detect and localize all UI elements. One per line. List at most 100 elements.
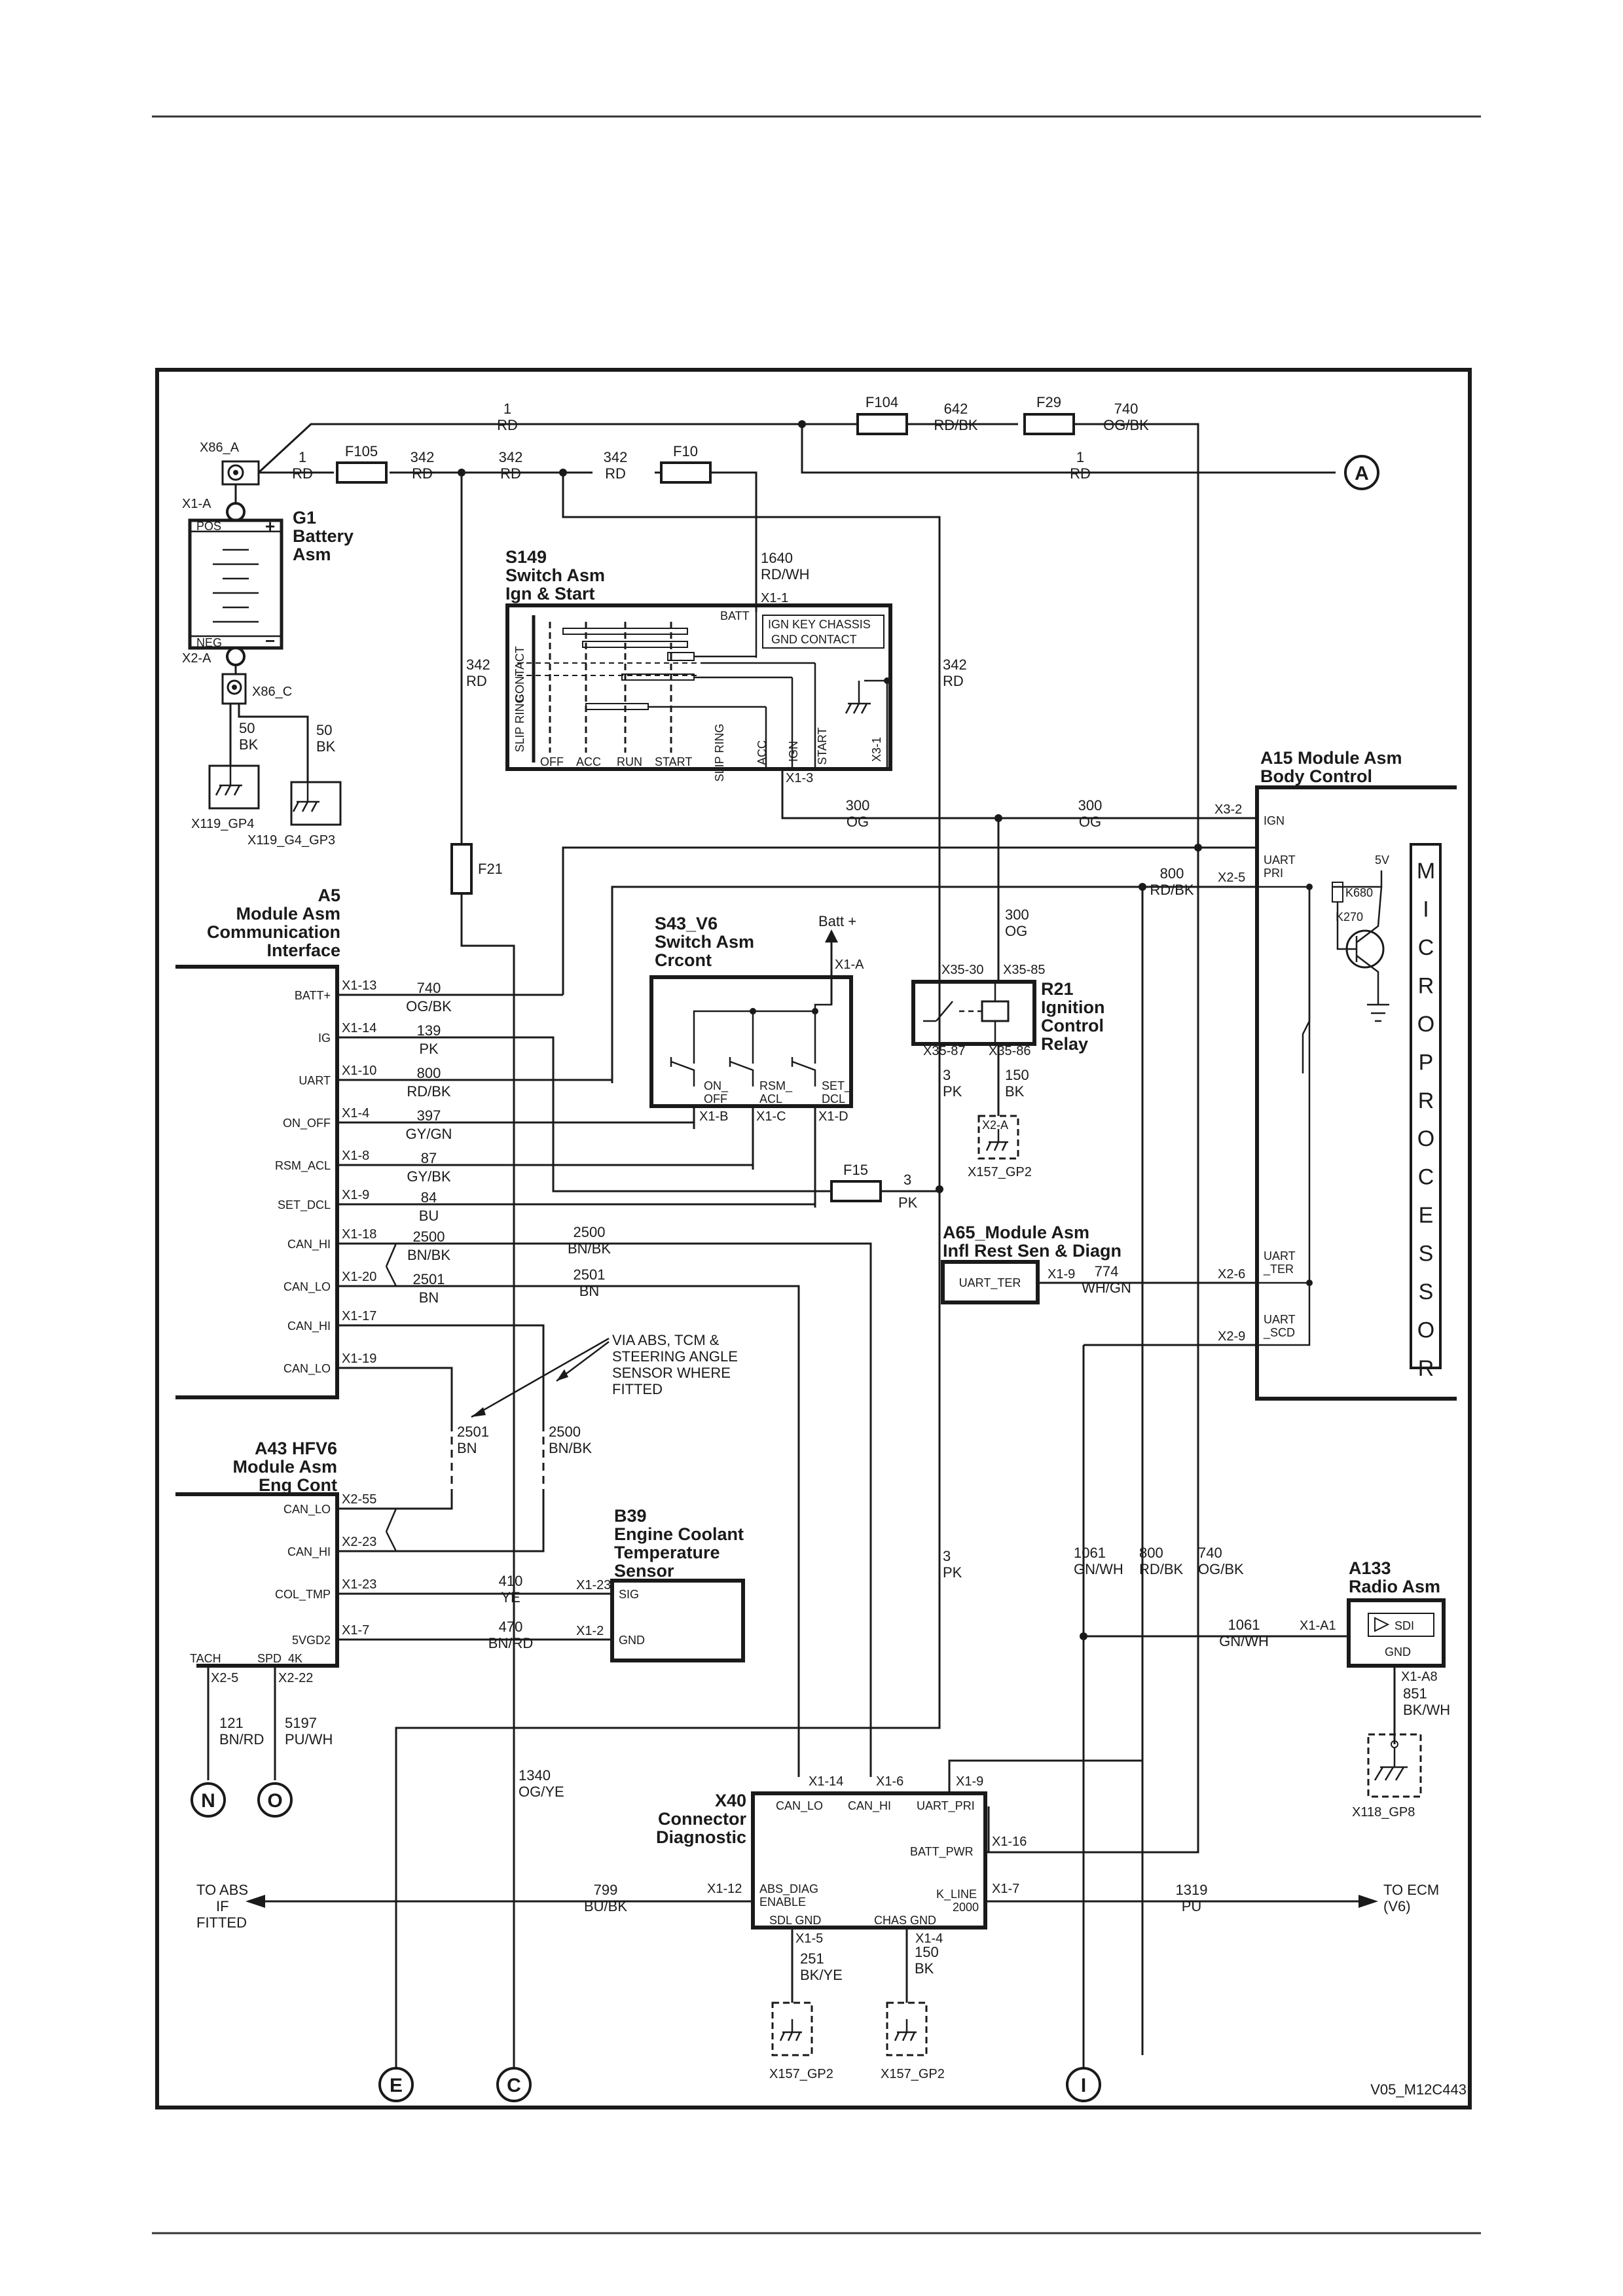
a43-pin-x2-22: X2-22 <box>278 1671 313 1685</box>
a15-uartscd-1: UART <box>1264 1313 1296 1326</box>
s43-pin-x1-d: X1-D <box>818 1109 848 1124</box>
a5-title-4: Interface <box>266 941 340 960</box>
a15-uartscd-2: _SCD <box>1263 1326 1295 1340</box>
wire-1061a-color: GN/WH <box>1074 1561 1123 1577</box>
wire-50a-color: BK <box>239 736 259 753</box>
wire-2500a-color: BN/BK <box>568 1240 611 1257</box>
a43-signal-tach: TACH <box>190 1652 221 1665</box>
wire-1340-color: OG/YE <box>519 1784 564 1800</box>
wire-251-color: BK/YE <box>800 1967 843 1983</box>
wire-150b-color: BK <box>915 1960 934 1977</box>
wire-3c-num: 3 <box>943 1548 951 1564</box>
r21-title-3: Control <box>1041 1016 1104 1035</box>
a5-wire-color-4: GY/BK <box>407 1168 451 1185</box>
a5-wire-color-2: RD/BK <box>407 1083 451 1100</box>
callout-via-2: STEERING ANGLE <box>612 1348 738 1365</box>
sensor-b39: B39 Engine Coolant Temperature Sensor SI… <box>576 1506 745 1662</box>
a5-signal-0: BATT+ <box>295 989 331 1002</box>
fuse-f15-label: F15 <box>843 1162 868 1178</box>
a5-signal-1: IG <box>318 1031 331 1045</box>
a65-uart-ter: UART_TER <box>959 1276 1021 1290</box>
wire-300b-color: OG <box>1079 814 1101 830</box>
a5-wire-4 <box>337 1164 754 1170</box>
x40-pin-x1-6: X1-6 <box>876 1774 903 1789</box>
a15-ign-label: IGN <box>1264 814 1285 827</box>
wire-342d-color: RD <box>466 673 487 689</box>
wire-2500a-num: 2500 <box>574 1224 606 1240</box>
s43-setdcl-2: DCL <box>822 1092 845 1105</box>
a43-pin-1: X2-23 <box>342 1535 376 1549</box>
wire-799-color: BU/BK <box>584 1898 627 1914</box>
diagram-frame <box>155 368 1472 2109</box>
wire-342a-color: RD <box>412 465 433 482</box>
a5-pin-2: X1-10 <box>342 1064 376 1078</box>
x40-uartpri: UART_PRI <box>917 1799 975 1813</box>
a5-pin-3: X1-4 <box>342 1106 369 1121</box>
s43-setdcl-1: SET_ <box>822 1079 852 1093</box>
a5-pin-7: X1-20 <box>342 1270 376 1284</box>
x40-enable: ENABLE <box>759 1895 806 1909</box>
wire-1-color: RD <box>497 417 518 433</box>
x86c-label: X86_C <box>252 685 292 699</box>
wire-1640-color: RD/WH <box>761 566 810 583</box>
a5-wire-color-6: BN/BK <box>407 1247 450 1263</box>
radio-a133: A133 Radio Asm SDI GND X1-A1 X1-A8 1061 … <box>1080 1558 1450 1820</box>
a5-wire-num-7: 2501 <box>413 1271 445 1287</box>
a65-title-2: Infl Rest Sen & Diagn <box>943 1241 1122 1261</box>
x40-2000: 2000 <box>953 1901 979 1914</box>
wire-470-num: 470 <box>499 1619 523 1635</box>
s149-x3-1-pin: X3-1 <box>870 737 883 762</box>
a133-sdi-label: SDI <box>1395 1619 1414 1632</box>
callout-to-ecm-2: (V6) <box>1383 1898 1411 1914</box>
s149-run-label: RUN <box>617 755 642 768</box>
wire-50b-color: BK <box>316 738 336 755</box>
s149-ign-pin: IGN <box>787 741 800 762</box>
r21-title: R21 <box>1041 979 1074 999</box>
a15-title: A15 Module Asm <box>1260 748 1402 768</box>
top-wire-labels: 1 RD 642 RD/BK 740 OG/BK 1 RD 1 RD 342 R… <box>292 401 1149 689</box>
wire-300b-num: 300 <box>1078 797 1103 814</box>
a5-pin-4: X1-8 <box>342 1149 369 1163</box>
a43-pin-x2-5: X2-5 <box>211 1671 238 1685</box>
wire-3a-color: PK <box>943 1083 962 1100</box>
s149-off-label: OFF <box>540 755 564 768</box>
x40-battpwr: BATT_PWR <box>910 1845 974 1859</box>
vertical-wire-labels: 1061 GN/WH 800 RD/BK 740 OG/BK 1340 OG/Y… <box>519 1545 1244 1800</box>
a5-wire-color-3: GY/GN <box>406 1126 452 1142</box>
wire-740b-num: 740 <box>1198 1545 1222 1561</box>
switch-s43: S43_V6 Switch Asm Crcont Batt + X1-A ON_… <box>649 913 864 1208</box>
fuse-f29-label: F29 <box>1036 394 1061 410</box>
a5-wire-num-3: 397 <box>417 1107 441 1124</box>
x40-title-3: Diagnostic <box>656 1827 746 1847</box>
a5-wire-num-0: 740 <box>417 980 441 996</box>
micro-letter-8: C <box>1418 1165 1434 1190</box>
ground-x157-gp2-a: X157_GP2 <box>968 1165 1032 1179</box>
s43-title: S43_V6 <box>655 914 718 933</box>
b39-gnd-label: GND <box>619 1634 645 1647</box>
fuse-f29: F29 <box>1023 394 1075 435</box>
wire-300a-num: 300 <box>846 797 870 814</box>
ground-x119-gp4: X119_GP4 <box>191 817 254 831</box>
wire-1061b-num: 1061 <box>1228 1617 1260 1633</box>
circle-ref-o: O <box>257 1782 293 1818</box>
x40-pin-x1-5: X1-5 <box>795 1931 823 1946</box>
wire-1340-num: 1340 <box>519 1767 551 1784</box>
a15-pin-x2-6: X2-6 <box>1218 1267 1245 1282</box>
x40-kline: K_LINE <box>936 1888 977 1901</box>
fuse-f15: F15 <box>830 1162 882 1202</box>
circle-ref-n: N <box>191 1782 226 1818</box>
wire-1b-num: 1 <box>1076 449 1084 465</box>
circle-ref-c-label: C <box>507 2075 521 2096</box>
a5-wire-num-1: 139 <box>417 1022 441 1039</box>
wire-342e-num: 342 <box>943 656 967 673</box>
wire-740-num: 740 <box>1114 401 1139 417</box>
callout-to-abs-3: FITTED <box>196 1914 247 1931</box>
micro-letter-12: O <box>1417 1318 1434 1343</box>
a5-signal-3: ON_OFF <box>283 1117 331 1130</box>
battery-pos-label: POS <box>196 520 221 533</box>
a5-pin-6: X1-18 <box>342 1227 376 1242</box>
b39-pin-x1-1: X1-23 <box>576 1578 611 1592</box>
wire-3a-num: 3 <box>943 1067 951 1083</box>
s149-gnd-contact: GND CONTACT <box>771 633 857 646</box>
